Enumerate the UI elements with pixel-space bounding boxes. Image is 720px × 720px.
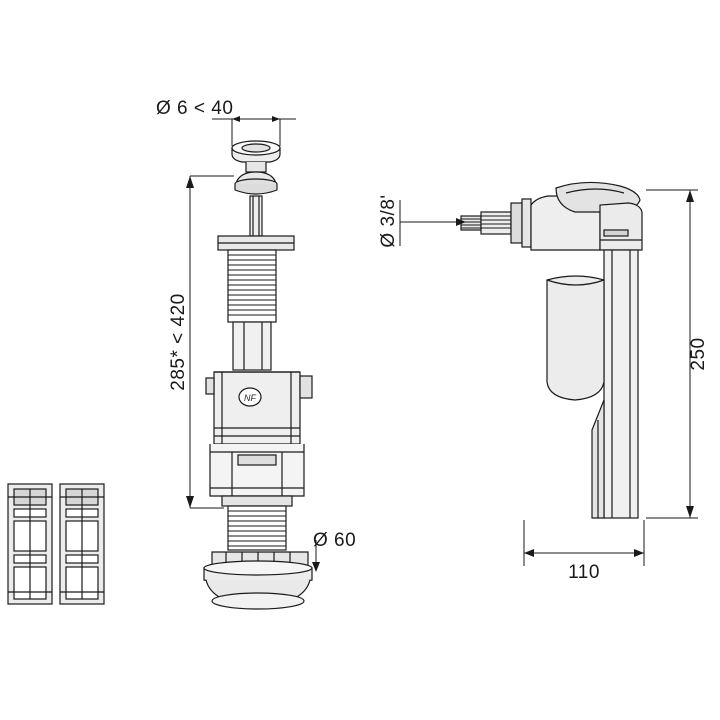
dimension-top-diameter: Ø 6 < 40 [156,98,233,119]
fill-valve-view [460,181,643,519]
dimension-right-width: 110 [568,562,600,583]
mounting-clips-view [7,483,105,605]
nf-mark-label: NF [244,393,256,403]
dimension-inlet-thread: Ø 3/8' [378,194,399,247]
dimension-height-range: 285* < 420 [168,293,189,390]
dimension-right-height: 250 [688,337,709,370]
dimension-lines [186,116,698,572]
flush-valve-view: NF [203,140,313,610]
dimension-base-diameter: Ø 60 [313,530,356,551]
